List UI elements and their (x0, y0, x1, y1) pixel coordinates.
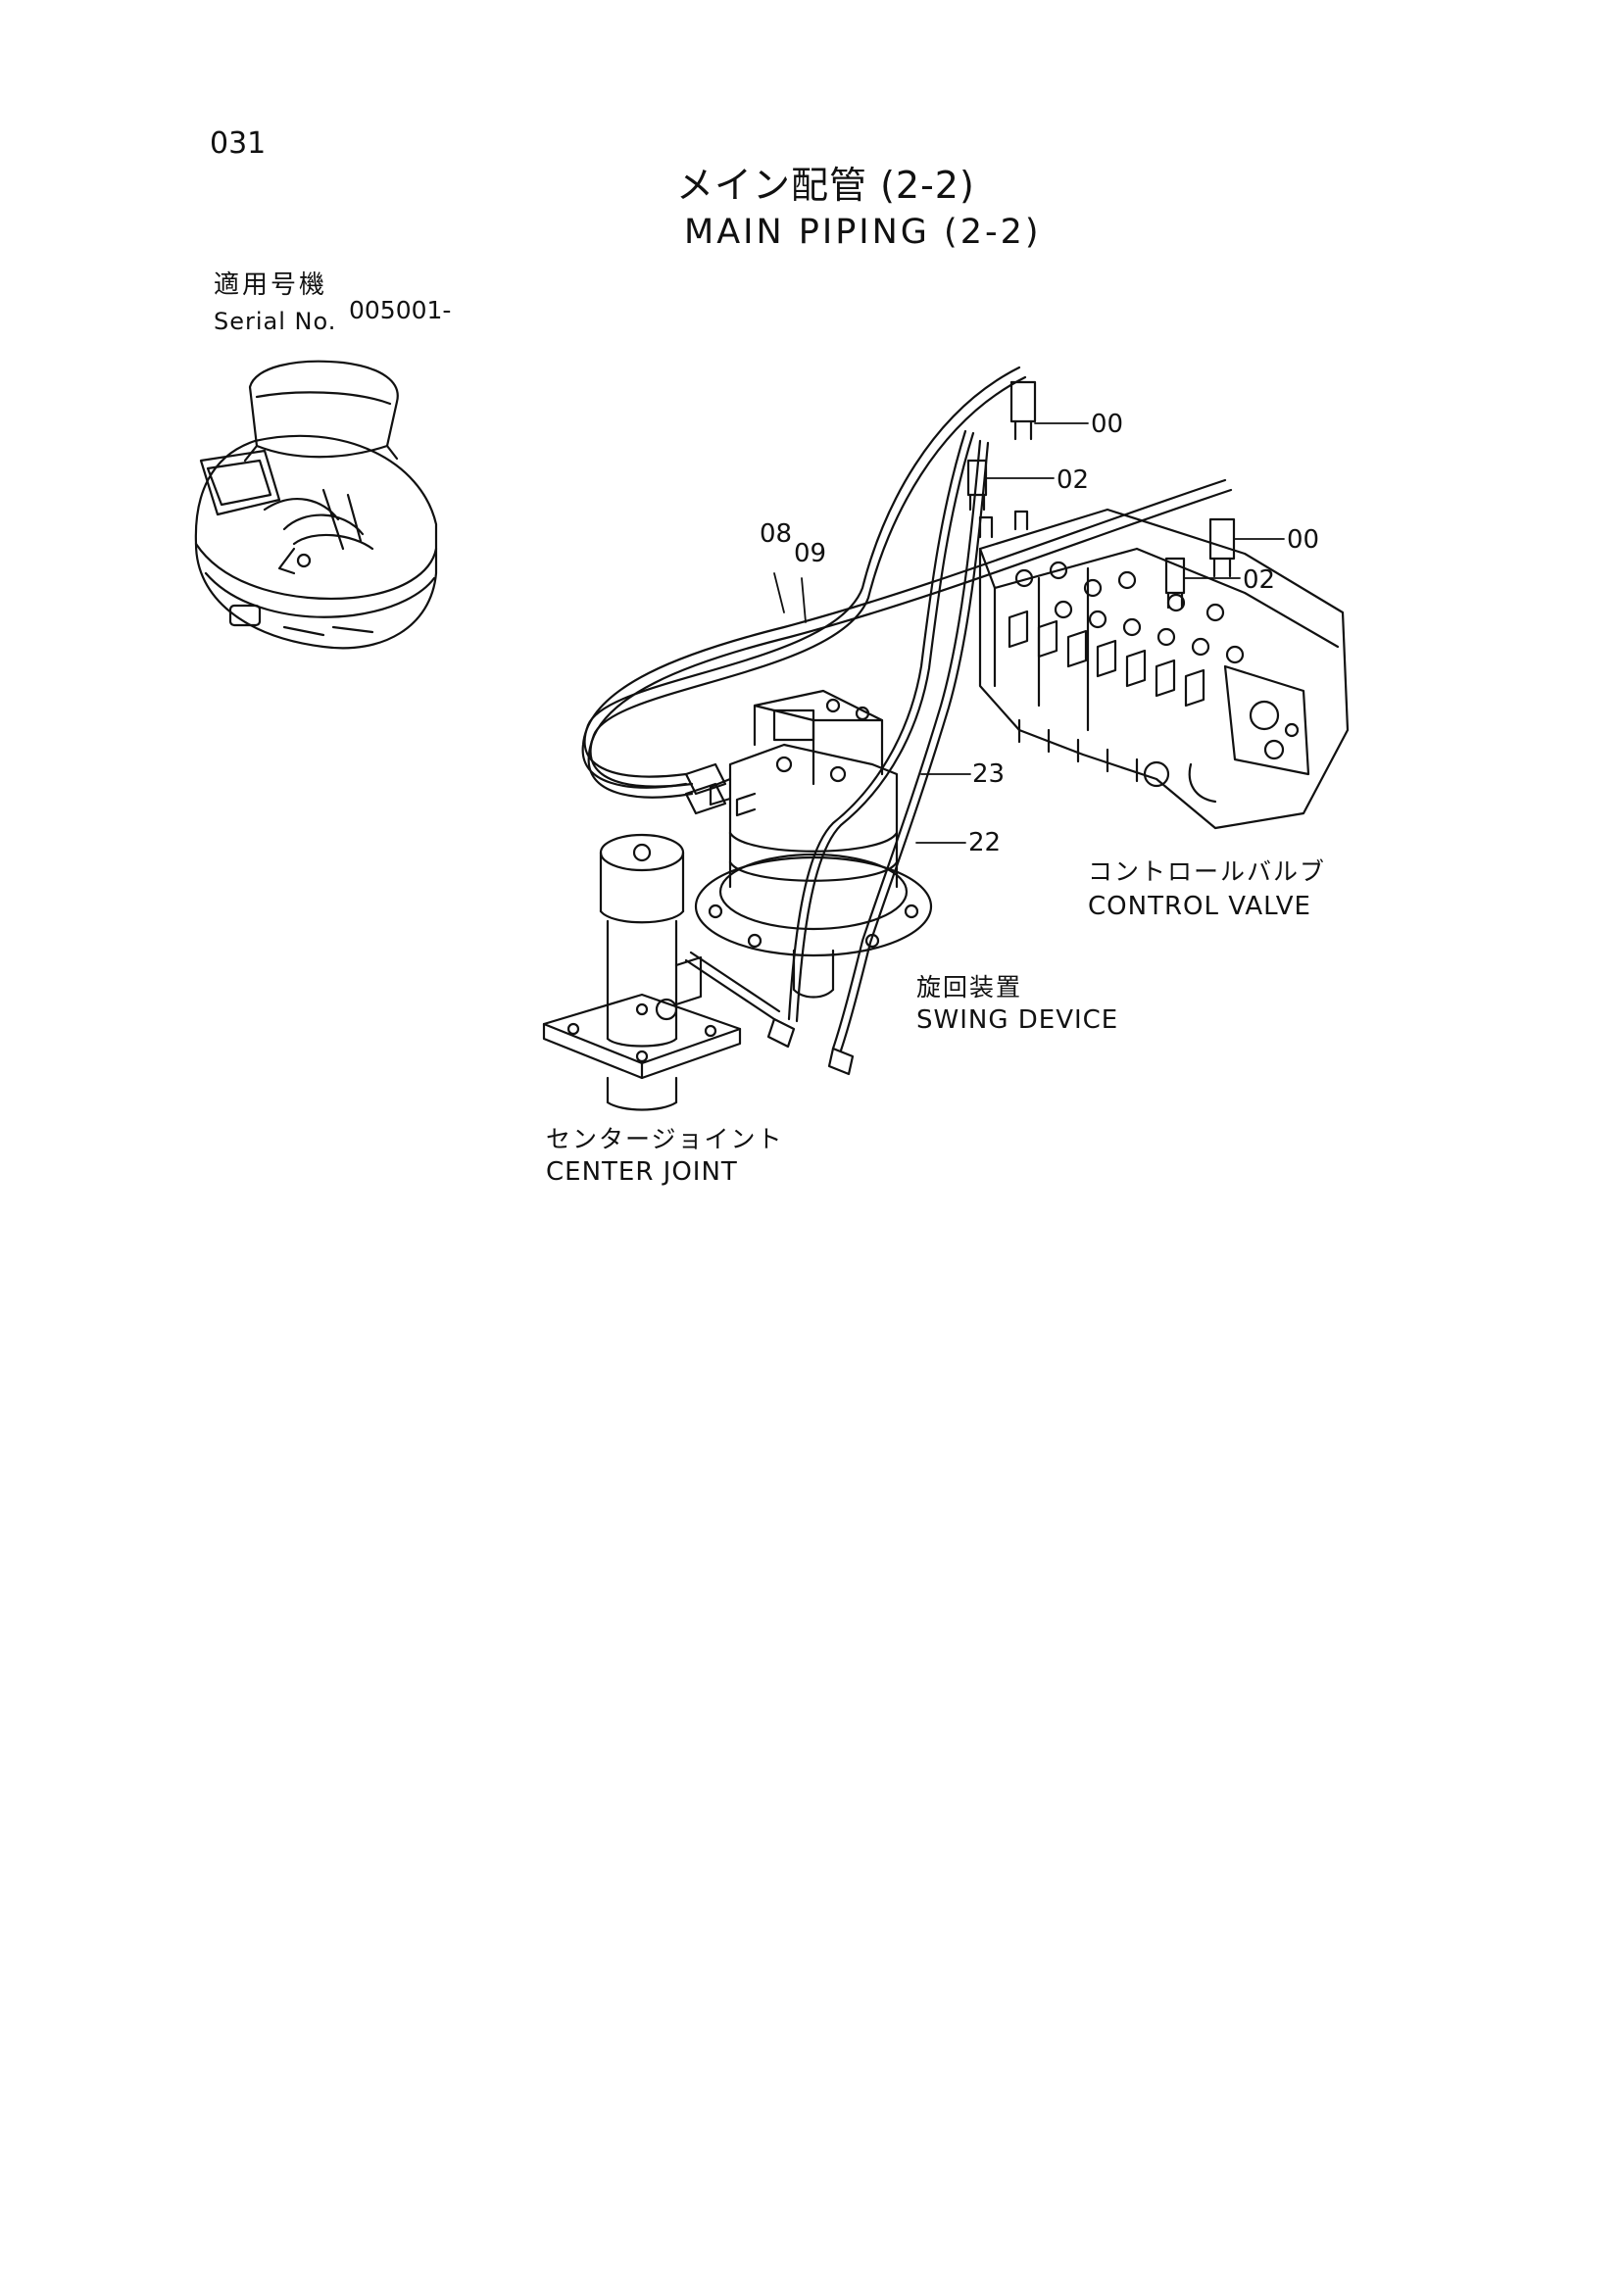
center-joint-label-en: CENTER JOINT (546, 1157, 738, 1187)
center-joint-drawing (542, 833, 781, 1111)
swing-device-label-en: SWING DEVICE (916, 1005, 1119, 1035)
part-ref-02-top: 02 (1057, 465, 1090, 495)
page-title-jp: メイン配管 (2-2) (676, 164, 975, 207)
part-ref-09: 09 (794, 539, 827, 568)
part-ref-00-right: 00 (1287, 525, 1320, 555)
part-ref-23: 23 (972, 759, 1006, 789)
control-valve-drawing (978, 508, 1350, 830)
part-ref-08: 08 (760, 519, 793, 549)
adapter-fittings (966, 380, 1236, 610)
hose-assemblies (581, 366, 1233, 1076)
control-valve-label-jp: コントロールバルブ (1088, 857, 1327, 886)
page-number: 031 (210, 126, 267, 161)
serial-number-range: 005001- (349, 296, 452, 324)
part-ref-02-right: 02 (1243, 565, 1276, 595)
page-title-en: MAIN PIPING (2-2) (684, 213, 1042, 252)
part-ref-22: 22 (968, 828, 1002, 857)
machine-location-thumbnail (194, 360, 438, 650)
part-ref-00-top: 00 (1091, 410, 1124, 439)
swing-device-label-jp: 旋回装置 (916, 973, 1023, 1001)
serial-label-jp: 適用号機 (214, 270, 328, 300)
center-joint-label-jp: センタージョイント (546, 1125, 784, 1153)
leader-lines (773, 422, 1285, 844)
control-valve-label-en: CONTROL VALVE (1088, 892, 1311, 921)
serial-label-en: Serial No. (214, 308, 337, 335)
